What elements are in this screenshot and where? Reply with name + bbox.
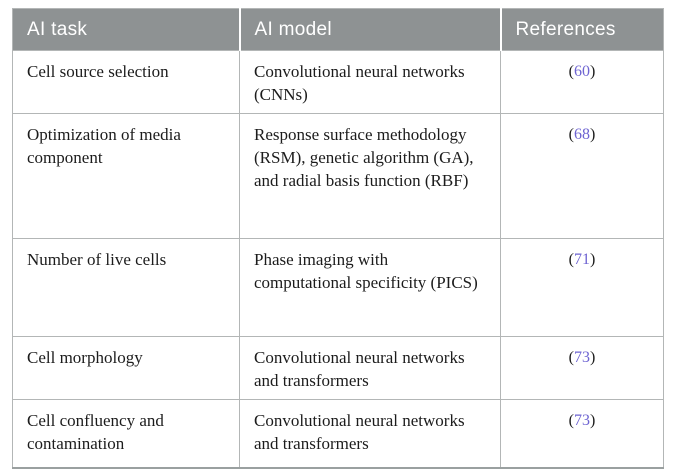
paren-open: ( xyxy=(568,251,574,268)
ai-tasks-models-table: AI task AI model References Cell source … xyxy=(12,8,664,469)
paren-open: ( xyxy=(568,126,574,143)
cell-ai-task: Cell confluency and contamination xyxy=(12,399,240,468)
cell-ai-task: Cell morphology xyxy=(12,336,240,400)
cell-ai-model: Phase imaging with computational specifi… xyxy=(239,238,501,337)
table-container: AI task AI model References Cell source … xyxy=(12,8,664,469)
paren-close: ) xyxy=(590,126,596,143)
table-row: Number of live cells Phase imaging with … xyxy=(12,238,664,337)
paren-close: ) xyxy=(590,349,596,366)
table-row: Cell morphology Convolutional neural net… xyxy=(12,336,664,400)
reference-link[interactable]: 60 xyxy=(574,63,590,80)
cell-reference: (71) xyxy=(500,238,664,337)
cell-ai-model: Convolutional neural networks (CNNs) xyxy=(239,50,501,114)
cell-ai-model: Convolutional neural networks and transf… xyxy=(239,336,501,400)
cell-reference: (73) xyxy=(500,336,664,400)
cell-ai-task: Cell source selection xyxy=(12,50,240,114)
cell-ai-model: Response surface methodology (RSM), gene… xyxy=(239,113,501,239)
col-header-ai-model: AI model xyxy=(238,8,501,51)
paren-close: ) xyxy=(590,412,596,429)
cell-reference: (68) xyxy=(500,113,664,239)
table-row: Optimization of media component Response… xyxy=(12,113,664,239)
cell-ai-task: Number of live cells xyxy=(12,238,240,337)
cell-ai-model: Convolutional neural networks and transf… xyxy=(239,399,501,468)
paren-open: ( xyxy=(568,63,574,80)
paren-close: ) xyxy=(590,251,596,268)
reference-link[interactable]: 68 xyxy=(574,126,590,143)
table-row: Cell confluency and contamination Convol… xyxy=(12,399,664,468)
reference-link[interactable]: 73 xyxy=(574,349,590,366)
paren-open: ( xyxy=(568,349,574,366)
reference-link[interactable]: 71 xyxy=(574,251,590,268)
paren-open: ( xyxy=(568,412,574,429)
col-header-references: References xyxy=(499,8,664,51)
cell-reference: (73) xyxy=(500,399,664,468)
col-header-ai-task: AI task xyxy=(12,8,240,51)
cell-ai-task: Optimization of media component xyxy=(12,113,240,239)
table-row: Cell source selection Convolutional neur… xyxy=(12,50,664,114)
paren-close: ) xyxy=(590,63,596,80)
cell-reference: (60) xyxy=(500,50,664,114)
header-row: AI task AI model References xyxy=(12,8,664,51)
reference-link[interactable]: 73 xyxy=(574,412,590,429)
